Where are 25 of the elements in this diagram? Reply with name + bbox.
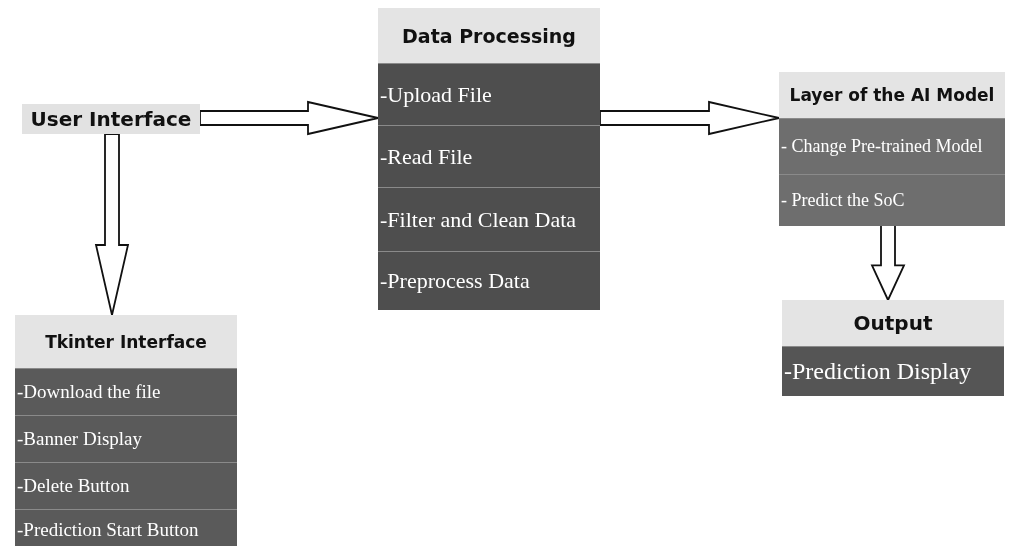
panel-heading: Data Processing — [378, 8, 600, 63]
list-item-text: -Upload File — [380, 81, 492, 108]
block-arrow — [870, 223, 906, 303]
list-item-text: -Filter and Clean Data — [380, 206, 577, 233]
list-item-text: -Banner Display — [17, 428, 143, 450]
panel — [782, 300, 1004, 395]
list-item-text: -Read File — [380, 143, 473, 170]
block-arrow — [599, 100, 780, 136]
heading-label: User Interface — [22, 104, 200, 134]
list-row — [779, 174, 1005, 226]
list-item-text: -Preprocess Data — [380, 268, 530, 294]
list-item-text: -Prediction Display — [784, 358, 972, 385]
panel-heading: Tkinter Interface — [15, 315, 237, 368]
panel-heading: Output — [782, 300, 1004, 346]
block-arrow — [94, 133, 130, 316]
list-item-text: -Prediction Start Button — [17, 519, 199, 541]
list-row — [782, 346, 1004, 396]
list-item-text: -Delete Button — [17, 475, 130, 497]
list-item-text: -Download the file — [17, 381, 161, 403]
list-item-text: - Change Pre-trained Model — [781, 136, 983, 157]
panel — [779, 72, 1005, 224]
block-arrow — [199, 100, 379, 136]
list-row — [378, 251, 600, 310]
list-item-text: - Predict the SoC — [781, 190, 905, 211]
panel-heading: Layer of the AI Model — [779, 72, 1005, 118]
